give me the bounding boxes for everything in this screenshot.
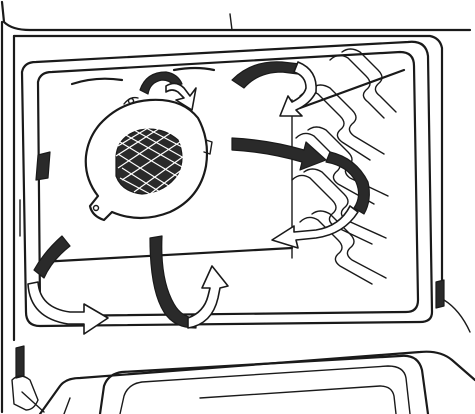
oven-door-open — [38, 350, 475, 414]
top-inner-edge — [12, 34, 444, 302]
airflow-arrow-icon — [27, 61, 370, 335]
top-seam — [229, 13, 233, 31]
runner-5a — [299, 216, 373, 285]
left-hinge-arm — [11, 375, 39, 411]
runner-1b — [341, 48, 397, 113]
airflow-fan-right-dark — [231, 137, 327, 171]
left-wall-details — [19, 151, 51, 237]
airflow-left-dark — [33, 235, 71, 279]
runner-4a — [291, 174, 373, 245]
shelf-runner-icon — [291, 48, 397, 285]
runner-3b — [307, 126, 389, 197]
runner-5b — [311, 210, 387, 279]
tray-outer — [98, 354, 430, 414]
fan-cover-screw-top — [127, 97, 135, 105]
airflow-top-left-arc — [70, 77, 124, 86]
right-hinge-arm — [443, 299, 471, 333]
airflow-top-mid-arc — [172, 66, 216, 72]
airflow-fan-top-light — [165, 82, 197, 111]
fan-cover-icon — [84, 96, 213, 222]
top-edge — [0, 0, 472, 32]
runner-1a — [329, 54, 385, 119]
left-hinge-link — [21, 391, 45, 413]
back-wall-floor-line — [38, 246, 294, 264]
fan-cover-ring — [84, 98, 209, 222]
tray-recess — [199, 385, 397, 414]
airflow-left-light — [27, 281, 109, 335]
left-hinge-block — [15, 345, 25, 379]
left-duct-slot — [35, 151, 51, 181]
airflow-upper-right-light — [279, 61, 317, 117]
airflow-right-swirl-light — [271, 205, 359, 249]
tray-inner — [119, 365, 411, 414]
back-wall-top-line — [298, 68, 406, 110]
right-hinge-block — [435, 279, 445, 309]
airflow-center-up-light — [187, 265, 229, 329]
runner-4b — [303, 168, 387, 239]
door-left-trim — [63, 397, 71, 414]
cavity-front-rim — [20, 40, 434, 328]
fan-cover-clip — [203, 139, 213, 155]
runner-2b — [311, 84, 385, 155]
airflow-upper-right-dark — [231, 61, 301, 89]
fan-cover-screw-bottom — [92, 204, 100, 212]
fan-grille-mesh — [115, 127, 185, 195]
door-hinges — [11, 279, 471, 413]
